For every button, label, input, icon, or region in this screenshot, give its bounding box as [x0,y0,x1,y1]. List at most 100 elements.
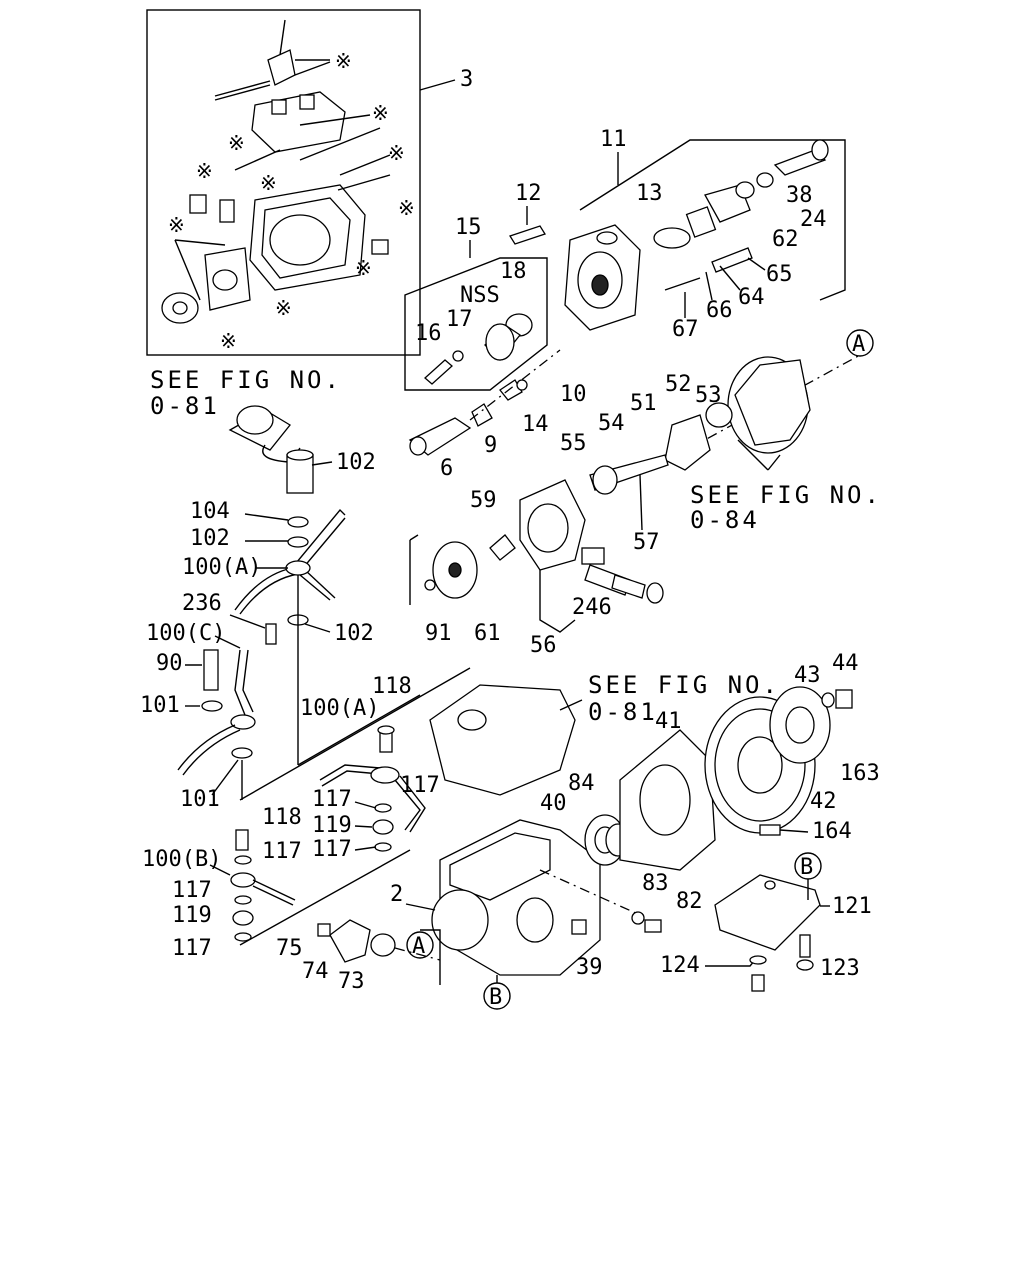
part-label: 84 [568,771,595,796]
part-label: 104 [190,499,230,524]
part-label: 119 [172,903,212,928]
part-label: 117 [262,839,302,864]
gear-train: 40 84 41 42 163 43 44 164 [540,651,880,871]
reference-see-fig: SEE FIG NO. [690,481,882,509]
part-label: 16 [415,321,442,346]
part-label: 119 [312,813,352,838]
head-assembly-11: 11 13 38 24 62 65 64 66 67 [564,127,846,342]
part-label: 118 [262,805,302,830]
part-label: 75 [276,936,303,961]
part-label: 18 [500,259,527,284]
part-label: 10 [560,382,587,407]
part-label: 100(A) [300,696,379,721]
part-label: 100(B) [142,847,221,872]
part-label: 38 [786,183,813,208]
part-label: 74 [302,959,329,984]
marker-b: B [489,985,502,1010]
part-label: 118 [372,674,412,699]
reference-fig-number: 0-81 [150,392,220,420]
part-label: 117 [172,936,212,961]
part-label: 83 [642,871,669,896]
part-label: 62 [772,227,799,252]
fuel-line-fittings: 102 104 102 100(A) 102 236 100(C) 90 101 [140,405,376,812]
part-label: 163 [840,761,880,786]
part-label: 11 [600,127,627,152]
part-label: NSS [460,283,500,308]
part-label: 55 [560,431,587,456]
part-label: 117 [172,878,212,903]
part-label: 54 [598,411,625,436]
part-label: 121 [832,894,872,919]
asterisk-marker: ※ [398,196,415,220]
part-label: 14 [522,412,549,437]
part-label: 102 [336,450,376,475]
part-label: 3 [460,67,473,92]
part-label: 73 [338,969,365,994]
part-label: 6 [440,456,453,481]
part-label: 123 [820,956,860,981]
part-label: 52 [665,372,692,397]
pump-housing-2: 2 A B 75 74 73 39 83 82 [276,819,703,1010]
part-label: 91 [425,621,452,646]
part-label: 15 [455,215,482,240]
part-label: 65 [766,262,793,287]
part-label: 24 [800,207,827,232]
asterisk-marker: ※ [260,171,277,195]
part-label: 117 [312,837,352,862]
asterisk-marker: ※ [388,141,405,165]
part-12: 12 [509,181,546,245]
part-label: 44 [832,651,859,676]
asterisk-marker: ※ [228,131,245,155]
asterisk-marker: ※ [335,49,352,73]
reference-fig-number: 0-84 [690,506,760,534]
asterisk-marker: ※ [196,159,213,183]
part-label: 41 [655,709,682,734]
part-label: 13 [636,181,663,206]
part-label: 66 [706,298,733,323]
part-label: 90 [156,651,183,676]
part-label: 82 [676,889,703,914]
drive-gear-assembly: A 53 52 51 54 55 57 SEE FIG NO. 0-84 59 … [409,329,882,658]
part-label: 102 [334,621,374,646]
part-label: 164 [812,819,852,844]
part-label: 100(A) [182,555,261,580]
part-label: 100(C) [146,621,225,646]
mounting-bracket: B 121 123 124 [660,852,872,992]
part-label: 117 [400,773,440,798]
part-label: 117 [312,787,352,812]
part-label: 12 [515,181,542,206]
part-label: 51 [630,391,657,416]
reference-see-fig: SEE FIG NO. [150,366,342,394]
asterisk-marker: ※ [275,296,292,320]
part-label: 2 [390,882,403,907]
part-label: 17 [446,307,473,332]
part-label: 57 [633,530,660,555]
subassembly-15: 15 NSS 18 16 17 [404,215,548,391]
part-label: 43 [794,663,821,688]
part-label: 59 [470,488,497,513]
part-label: 101 [180,787,220,812]
reference-see-fig: SEE FIG NO. [588,671,780,699]
asterisk-marker: ※ [372,101,389,125]
part-label: 9 [484,433,497,458]
part-label: 102 [190,526,230,551]
marker-a: A [852,332,865,357]
part-label: 101 [140,693,180,718]
parts-6-9-10-14: 10 14 9 6 [408,349,587,481]
part-label: 67 [672,317,699,342]
governor-housing-ref [429,684,583,796]
part-label: 246 [572,595,612,620]
part-label: 124 [660,953,700,978]
part-label: 42 [810,789,837,814]
reference-fig-number: 0-81 [588,698,658,726]
part-label: 236 [182,591,222,616]
part-label: 64 [738,285,765,310]
part-label: 40 [540,791,567,816]
part-label: 53 [695,383,722,408]
part-label: 61 [474,621,501,646]
asterisk-marker: ※ [220,329,237,353]
part-label: 56 [530,633,557,658]
part-label: 39 [576,955,603,980]
lower-fuel-lines: 100(A) 118 117 117 119 117 118 117 100(B… [142,667,471,961]
